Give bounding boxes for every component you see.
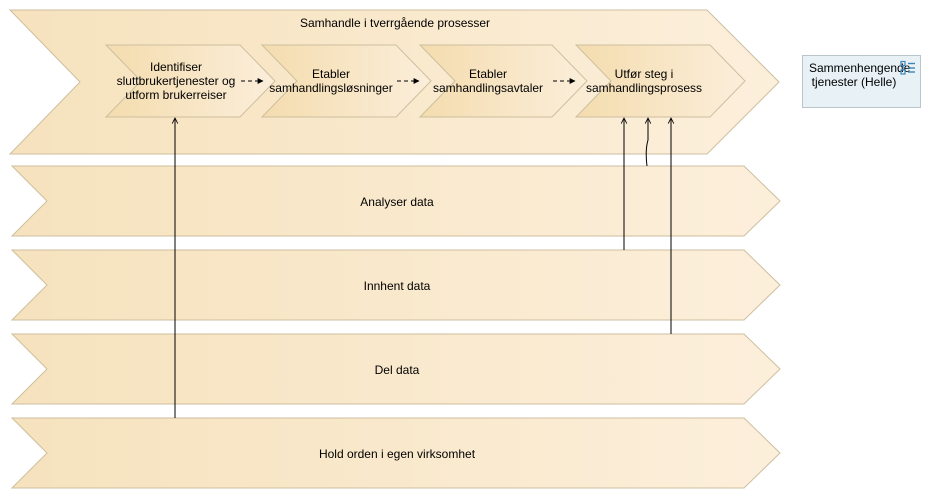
step-etabler-losninger[interactable]: [260, 44, 432, 118]
step-label-identifiser: Identifiser sluttbrukertjenester og utfo…: [116, 60, 236, 102]
main-process-label: Samhandle i tverrgående prosesser: [299, 16, 491, 30]
business-service-icon: [900, 60, 915, 75]
serving-analyser-to-utfor-curved[interactable]: [646, 118, 648, 167]
step-label-etabler-losninger: Etabler samhandlingsløsninger: [269, 67, 393, 95]
step-utfor-steg[interactable]: [574, 44, 746, 118]
band-label-hold-orden: Hold orden i egen virksomhet: [318, 447, 476, 461]
band-label-innhent-data: Innhent data: [363, 279, 431, 293]
band-innhent-data[interactable]: [10, 249, 781, 321]
step-etabler-avtaler[interactable]: [418, 44, 588, 118]
business-service-label: Sammenhengende tjenester (Helle): [809, 61, 911, 89]
band-del-data[interactable]: [10, 333, 781, 405]
step-label-etabler-avtaler: Etabler samhandlingsavtaler: [432, 67, 544, 95]
band-analyser-data[interactable]: [10, 165, 781, 237]
band-hold-orden[interactable]: [10, 417, 781, 489]
step-identifiser[interactable]: [104, 44, 276, 118]
band-label-analyser-data: Analyser data: [360, 195, 434, 209]
step-label-utfor-steg: Utfør steg i samhandlingsprosess: [585, 67, 703, 95]
business-service-box[interactable]: Sammenhengende tjenester (Helle): [802, 55, 921, 108]
band-label-del-data: Del data: [374, 363, 420, 377]
